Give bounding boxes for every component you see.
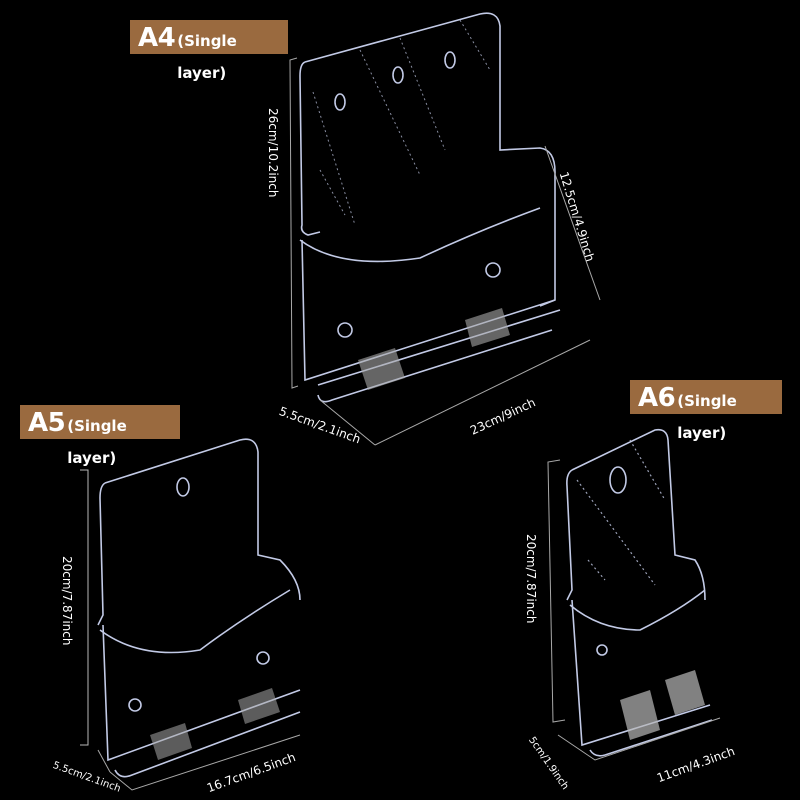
a6-holder-image [566, 428, 713, 757]
a5-height-dimension: 20cm/7.87inch [60, 556, 74, 646]
a6-size-badge: A6 (Single layer) [630, 380, 782, 442]
a6-type-label: (Single layer) [677, 392, 737, 442]
a4-type-label: (Single layer) [177, 32, 237, 82]
a5-type-label: (Single layer) [67, 417, 127, 467]
a4-size-badge: A4 (Single layer) [130, 20, 288, 82]
a5-size-badge: A5 (Single layer) [20, 405, 180, 467]
a6-size-label: A6 [638, 383, 676, 413]
a5-size-label: A5 [28, 408, 66, 438]
a5-holder-image [97, 438, 301, 778]
a6-height-dimension: 20cm/7.87inch [524, 534, 538, 624]
a4-size-label: A4 [138, 23, 176, 53]
a4-holder-image [299, 12, 561, 403]
a4-height-dimension: 26cm/10.2inch [266, 108, 280, 198]
